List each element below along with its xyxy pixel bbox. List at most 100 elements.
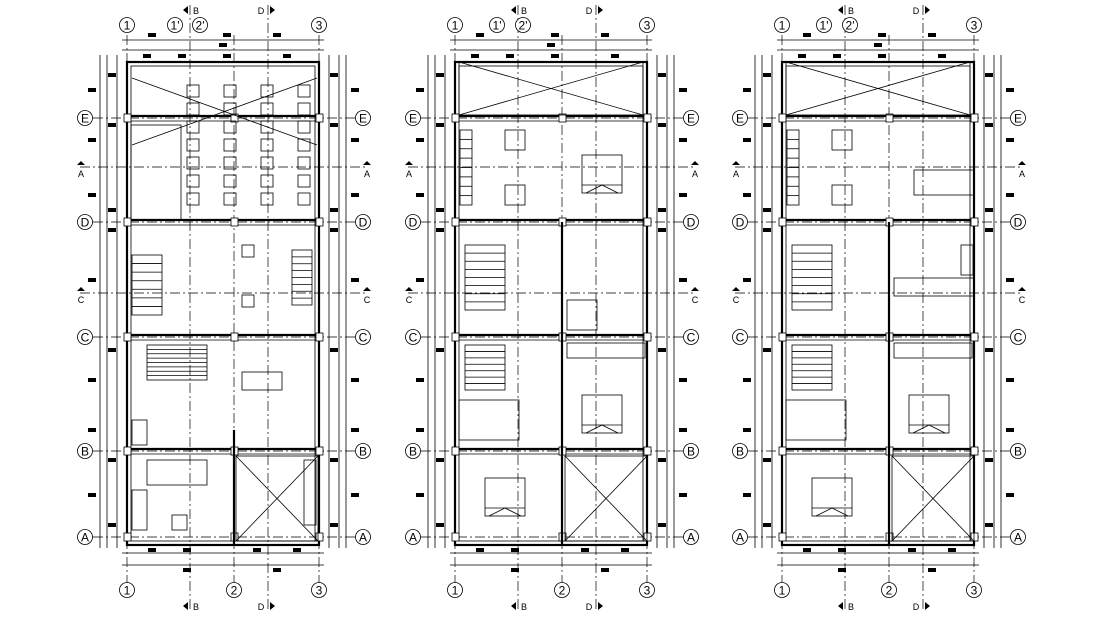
grid-column-top-bubble [447,17,463,33]
dimension-tag [183,548,191,552]
grid-column-top-label: 2' [196,19,205,33]
dimension-tag [88,193,96,197]
grid-row-left-bubble [77,214,93,230]
column [778,446,787,456]
section-label: A [406,169,412,179]
grid-column-bottom-bubble [966,582,982,598]
dimension-tag [985,73,993,77]
dimension-tag [948,548,956,552]
grid-column-top-label: 3 [316,19,323,33]
grid-column-top-label: 1' [171,19,180,33]
section-label: D [258,602,265,612]
dimension-tag [108,228,116,232]
dimension-tag [1006,428,1014,432]
dimension-tag [798,54,806,58]
dimension-tag [330,523,338,527]
chair-icon [831,129,853,151]
dining-table-icon [913,169,975,196]
grid-row-left-bubble [405,329,421,345]
dimension-tag [88,88,96,92]
dimension-tag [838,548,846,552]
section-arrow-icon [405,287,413,291]
dimension-tag [330,123,338,127]
grid-column-top-label: 1 [779,19,786,33]
parking-space [223,138,237,152]
grid-row-right-label: D [359,216,368,230]
parking-space [186,156,200,170]
grid-row-right-bubble [355,529,371,545]
grid-column-top-bubble [167,17,183,33]
laundry [893,342,973,359]
dimension-tag [601,568,609,572]
exterior-wall [125,60,321,547]
dimension-tag [621,548,629,552]
grid-row-left-label: C [736,331,745,345]
dimension-tag [351,88,359,92]
bathtub-icon [566,299,598,331]
exterior-wall [453,60,649,547]
section-label: B [521,602,527,612]
grid-row-right-label: E [1014,112,1022,126]
chair-icon [241,244,255,258]
parking-space [297,192,311,206]
dimension-tag [351,138,359,142]
dimension-tag [658,208,666,212]
column [558,113,567,123]
grid-row-right-bubble [1010,110,1026,126]
column [778,113,787,123]
grid-row-right-label: B [359,445,367,459]
grid-column-bottom-bubble [774,582,790,598]
grid-row-left-bubble [77,329,93,345]
dimension-tag [436,523,444,527]
section-arrow-icon [598,6,603,14]
parking-space [186,174,200,188]
column [970,217,979,227]
washer-icon [171,514,188,531]
grid-column-top-bubble [774,17,790,33]
grid-row-left-bubble [77,529,93,545]
grid-row-right-label: B [1014,445,1022,459]
dimension-tag [108,348,116,352]
section-arrow-icon [691,287,699,291]
section-label: D [913,602,920,612]
stairs [464,344,506,391]
grid-row-right-label: C [1014,331,1023,345]
stairs [464,244,506,311]
dimension-tag [679,193,687,197]
dimension-tag [436,228,444,232]
dimension-tag [985,348,993,352]
dimension-tag [928,568,936,572]
section-arrow-icon [363,287,371,291]
grid-row-right-bubble [355,443,371,459]
dimension-tag [108,523,116,527]
section-label: B [193,6,199,16]
grid-column-top-label: 1 [124,19,131,33]
dimension-tag [416,428,424,432]
column [643,113,652,123]
shelf [303,459,317,526]
grid-row-right-label: C [687,331,696,345]
dimension-tag [679,88,687,92]
column [230,332,239,342]
dimension-tag [985,523,993,527]
parking-space [297,138,311,152]
grid-row-right-label: A [359,531,367,545]
column [451,532,460,542]
grid-column-top-label: 2' [519,19,528,33]
section-arrow-icon [77,287,85,291]
grid-column-bottom-label: 1 [779,584,786,598]
dimension-tag [908,548,916,552]
dimension-tag [551,33,559,37]
dimension-tag [223,54,231,58]
section-arrow-icon [183,602,188,610]
parking-space [223,84,237,98]
column [451,113,460,123]
grid-row-right-label: D [1014,216,1023,230]
column [451,217,460,227]
grid-row-left-label: A [736,531,744,545]
dimension-tag [1006,138,1014,142]
dimension-tag [743,278,751,282]
section-arrow-icon [270,602,275,610]
parking-space [223,102,237,116]
